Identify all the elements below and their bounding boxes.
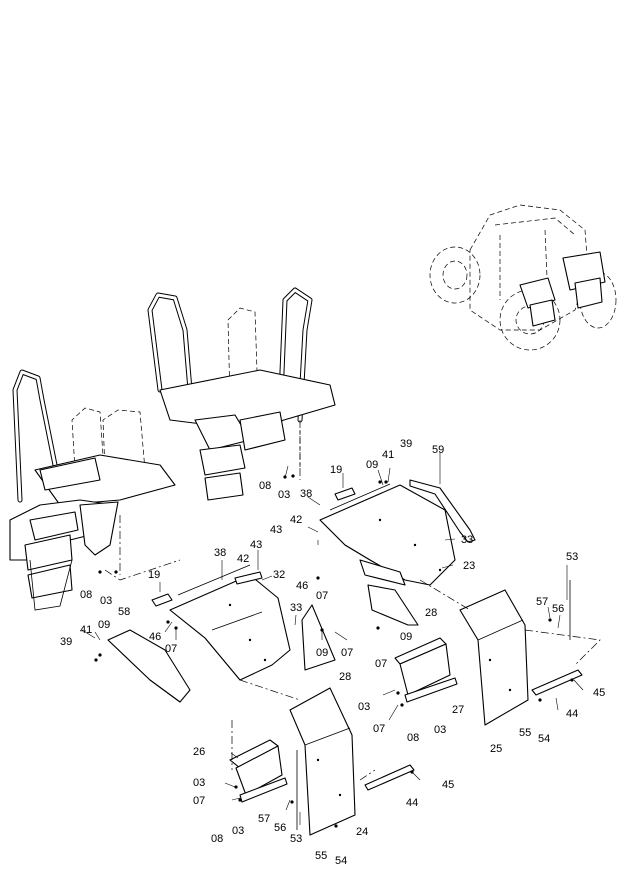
rod-44-upper [531,669,583,696]
callout: 39 [400,438,412,450]
callout: 07 [375,658,387,670]
panel-24 [289,687,356,836]
callout: 03 [434,724,446,736]
callout: 59 [432,444,444,456]
fender-23 [319,479,476,586]
tractor-overview-inset [429,204,617,351]
callout: 09 [366,459,378,471]
brackets-28 [301,584,419,671]
clip-19-left [151,593,173,607]
callout: 57 [536,596,548,608]
step-26 [229,739,288,803]
callout: 44 [566,708,578,720]
callout: 28 [339,671,351,683]
mudflap-58 [107,629,191,703]
callout: 39 [60,636,72,648]
callout: 38 [214,547,226,559]
callout: 42 [237,553,249,565]
callout: 53 [566,551,578,563]
callout-labels: 19 41 39 59 09 08 03 38 42 43 33 23 46 0… [60,438,605,867]
callout: 42 [290,514,302,526]
callout: 46 [149,631,161,643]
callout: 19 [148,569,160,581]
inset-fender-left [519,277,556,309]
callout: 43 [250,539,262,551]
callout: 45 [593,687,605,699]
callout: 07 [373,723,385,735]
rod-44-lower [364,764,415,791]
panel-25 [459,580,571,726]
callout: 27 [452,704,464,716]
callout: 08 [259,480,271,492]
callout: 25 [490,743,502,755]
callout: 24 [356,826,368,838]
step-27 [394,637,458,703]
callout: 09 [316,647,328,659]
callout: 38 [300,488,312,500]
callout: 45 [442,779,454,791]
callout: 08 [407,732,419,744]
callout: 07 [165,643,177,655]
callout: 09 [98,619,110,631]
callout: 54 [335,855,347,867]
callout: 55 [519,727,531,739]
callout: 03 [193,777,205,789]
callout: 54 [538,733,550,745]
callout: 32 [273,569,285,581]
callout: 03 [100,595,112,607]
fasteners [94,474,574,828]
callout: 23 [463,560,475,572]
callout: 56 [552,603,564,615]
guide-lines [104,420,601,781]
callout: 41 [80,624,92,636]
callout: 46 [296,580,308,592]
callout: 03 [232,825,244,837]
callout: 33 [461,534,473,546]
callout: 44 [406,797,418,809]
callout: 07 [341,647,353,659]
callout: 55 [315,850,327,862]
right-platform [147,287,336,501]
fender-32 [151,564,291,681]
callout: 08 [211,833,223,845]
callout: 08 [80,589,92,601]
callout: 03 [358,701,370,713]
callout: 26 [193,746,205,758]
clip-19-right [334,487,356,501]
callout: 07 [316,590,328,602]
callout: 58 [118,606,130,618]
callout: 53 [290,833,302,845]
callout: 07 [193,795,205,807]
callout: 19 [330,464,342,476]
callout: 41 [382,449,394,461]
callout: 43 [270,524,282,536]
callout: 03 [278,489,290,501]
callout-leaders [81,453,584,825]
callout: 28 [425,607,437,619]
callout: 56 [274,822,286,834]
left-platform [9,369,176,611]
callout: 57 [258,813,270,825]
callout: 09 [400,631,412,643]
callout: 33 [290,602,302,614]
trim-59 [409,479,476,543]
